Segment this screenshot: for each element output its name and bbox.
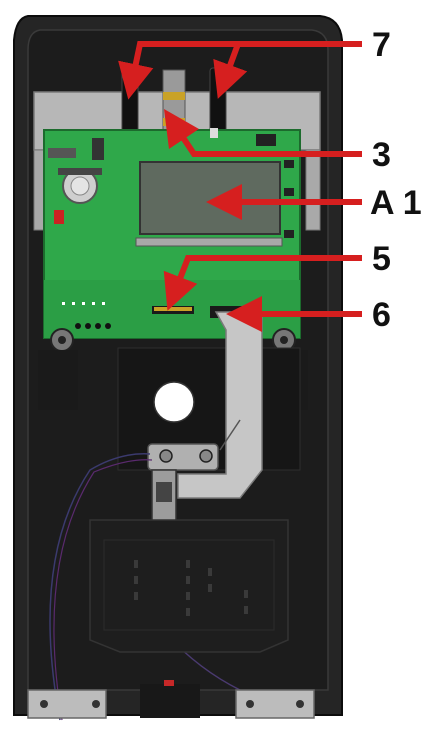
callout-arrows xyxy=(118,41,362,332)
module-a1 xyxy=(139,161,281,235)
arrow-7-b xyxy=(213,41,362,99)
callout-label-5: 5 xyxy=(372,240,391,278)
callout-label-6: 6 xyxy=(372,296,391,334)
edge-connector xyxy=(135,237,283,247)
arrow-3 xyxy=(164,109,362,157)
arrow-5 xyxy=(163,255,362,311)
callout-label-a1: A 1 xyxy=(370,184,422,222)
callout-label-7: 7 xyxy=(372,26,391,64)
cable-hole xyxy=(153,381,195,423)
callout-label-3: 3 xyxy=(372,136,391,174)
ribbon-cable xyxy=(177,311,263,499)
